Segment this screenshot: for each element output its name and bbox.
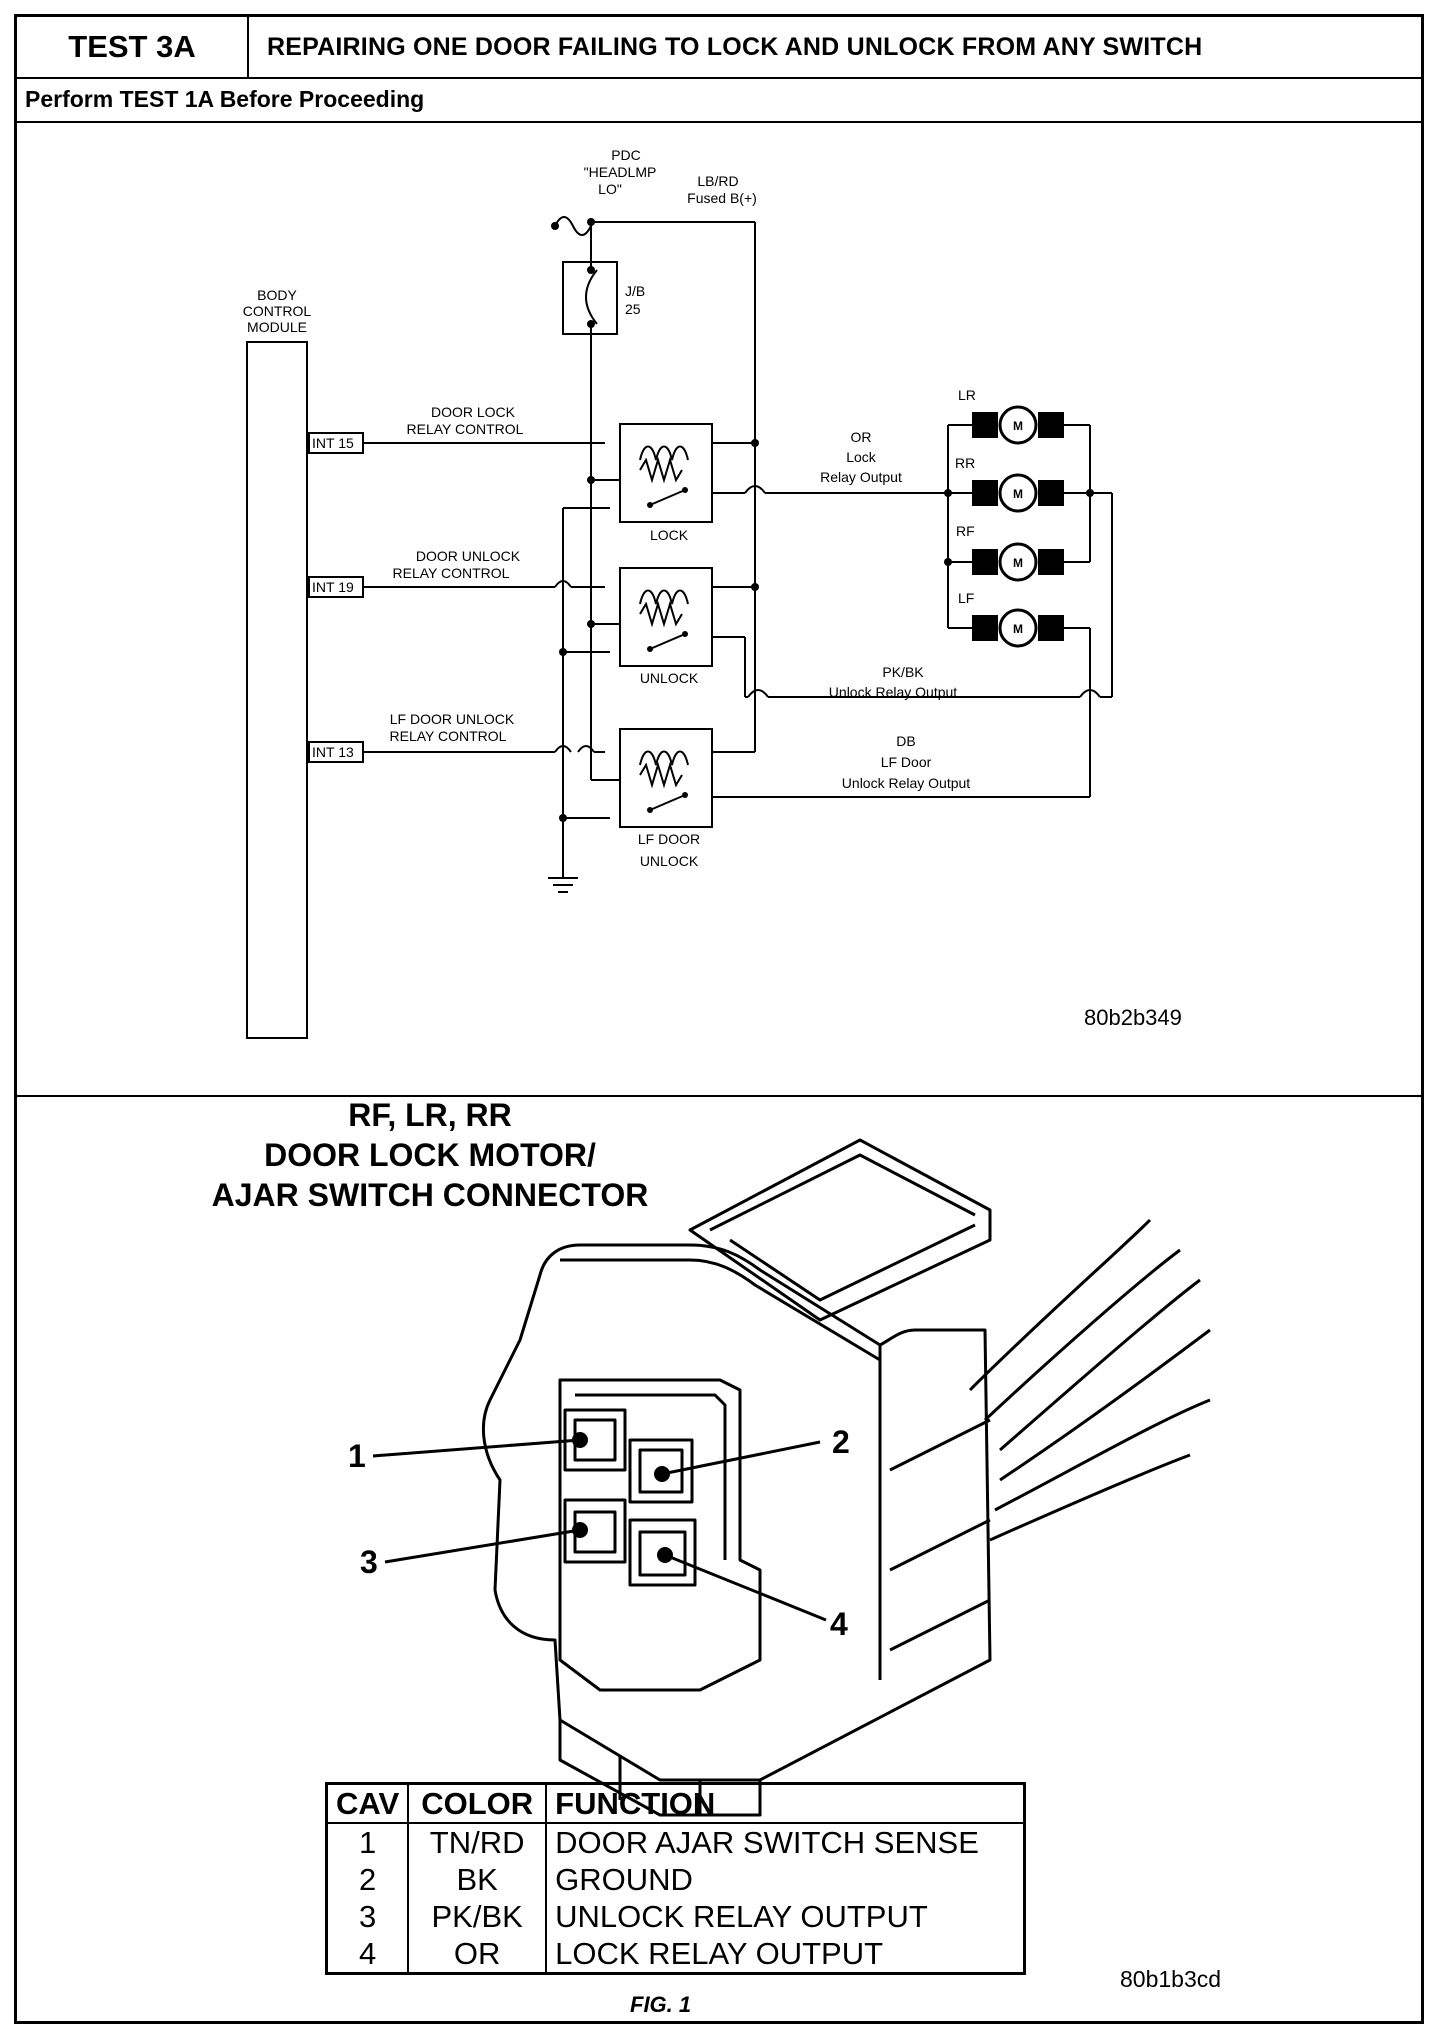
cell-color: BK [408, 1861, 548, 1898]
cell-function: DOOR AJAR SWITCH SENSE [555, 1825, 979, 1860]
lf-control-label-2: RELAY CONTROL [390, 728, 507, 744]
table-row: 2 BK GROUND [326, 1861, 1025, 1898]
test-sheet: TEST 3A REPAIRING ONE DOOR FAILING TO LO… [14, 14, 1424, 2024]
pin-label-int15: INT 15 [312, 435, 354, 451]
header-cav: CAV [326, 1783, 410, 1824]
motor-label-lf: M [1013, 622, 1023, 636]
lf-control-label-1: LF DOOR UNLOCK [390, 711, 515, 727]
motor-name-rf: RF [956, 523, 975, 539]
lock-relay [619, 423, 713, 523]
pdc-label-1: PDC [611, 147, 641, 163]
section-divider [17, 1095, 1421, 1097]
connector-title-line-3: AJAR SWITCH CONNECTOR [211, 1177, 649, 1213]
wiring-diagram: M M M M PDC "HEADLMP LO" LB/RD Fused B(+… [243, 147, 1182, 1039]
motor-name-rr: RR [955, 455, 975, 471]
table-header-row: CAV COLOR FUNCTION [326, 1783, 1025, 1824]
relay-label-lf-door: LF DOOR [638, 831, 700, 847]
fuse-symbol [554, 216, 592, 236]
motor-label-rf: M [1013, 556, 1023, 570]
unlock-relay [619, 567, 713, 667]
unlock-relay-coil [639, 589, 689, 605]
lock-output-label-2: Lock [846, 449, 877, 465]
cell-cav: 1 [326, 1823, 410, 1861]
pdc-label-2: "HEADLMP [584, 164, 657, 180]
pin-label-int13: INT 13 [312, 744, 354, 760]
cell-function: LOCK RELAY OUTPUT [555, 1936, 884, 1971]
lf-output-label-3: Unlock Relay Output [842, 775, 971, 791]
header-row: TEST 3A REPAIRING ONE DOOR FAILING TO LO… [17, 17, 1421, 79]
header-function: FUNCTION [546, 1783, 1025, 1824]
relay-label-lf-unlock: UNLOCK [640, 853, 699, 869]
pdc-label-3: LO" [598, 181, 622, 197]
bcm-label-3: MODULE [247, 319, 307, 335]
unlock-output-label-1: PK/BK [882, 664, 924, 680]
connector-title: RF, LR, RR DOOR LOCK MOTOR/ AJAR SWITCH … [150, 1095, 710, 1215]
cell-cav: 3 [326, 1898, 410, 1935]
figure-caption: FIG. 1 [630, 1992, 692, 2017]
lf-output-label-2: LF Door [881, 754, 932, 770]
motor-name-lf: LF [958, 590, 974, 606]
cavity-table: CAV COLOR FUNCTION 1 TN/RD DOOR AJAR SWI… [325, 1782, 1027, 1975]
jb-label-2: 25 [625, 301, 641, 317]
lock-control-label-1: DOOR LOCK [431, 404, 516, 420]
unlock-output-label-2: Unlock Relay Output [829, 684, 958, 700]
cell-color: TN/RD [408, 1823, 548, 1861]
relay-label-lock: LOCK [650, 527, 689, 543]
motor-label-lr: M [1013, 419, 1023, 433]
lock-control-label-2: RELAY CONTROL [407, 421, 524, 437]
relay-label-unlock: UNLOCK [640, 670, 699, 686]
bcm-label-1: BODY [257, 287, 297, 303]
test-title: REPAIRING ONE DOOR FAILING TO LOCK AND U… [267, 32, 1203, 61]
fused-label-1: LB/RD [697, 173, 738, 189]
cell-function: GROUND [555, 1862, 693, 1897]
cell-color: OR [408, 1935, 548, 1974]
cell-function: UNLOCK RELAY OUTPUT [555, 1899, 928, 1934]
wiring-diagram-id: 80b2b349 [1084, 1005, 1182, 1030]
cell-cav: 2 [326, 1861, 410, 1898]
connector-title-line-2: DOOR LOCK MOTOR/ [264, 1137, 596, 1173]
lf-door-unlock-relay [619, 728, 713, 828]
table-row: 1 TN/RD DOOR AJAR SWITCH SENSE [326, 1823, 1025, 1861]
lf-output-label-1: DB [896, 733, 915, 749]
lock-relay-coil [639, 445, 689, 461]
header-color: COLOR [408, 1783, 548, 1824]
bcm-label-2: CONTROL [243, 303, 312, 319]
test-id: TEST 3A [17, 17, 249, 77]
lock-output-label-3: Relay Output [820, 469, 902, 485]
jb-label-1: J/B [625, 283, 645, 299]
cell-color: PK/BK [408, 1898, 548, 1935]
table-row: 3 PK/BK UNLOCK RELAY OUTPUT [326, 1898, 1025, 1935]
connector-title-line-1: RF, LR, RR [348, 1097, 512, 1133]
lf-relay-coil [639, 750, 689, 766]
connector-diagram-id: 80b1b3cd [1120, 1966, 1222, 1992]
lock-output-label-1: OR [851, 429, 872, 445]
cell-cav: 4 [326, 1935, 410, 1974]
bcm-module-box [246, 341, 308, 1039]
fused-label-2: Fused B(+) [687, 190, 757, 206]
motor-name-lr: LR [958, 387, 976, 403]
unlock-control-label-1: DOOR UNLOCK [416, 548, 521, 564]
unlock-control-label-2: RELAY CONTROL [393, 565, 510, 581]
divider [17, 121, 1421, 123]
motor-label-rr: M [1013, 487, 1023, 501]
prerequisite-note: Perform TEST 1A Before Proceeding [25, 85, 425, 112]
pin-label-int19: INT 19 [312, 579, 354, 595]
table-row: 4 OR LOCK RELAY OUTPUT [326, 1935, 1025, 1974]
